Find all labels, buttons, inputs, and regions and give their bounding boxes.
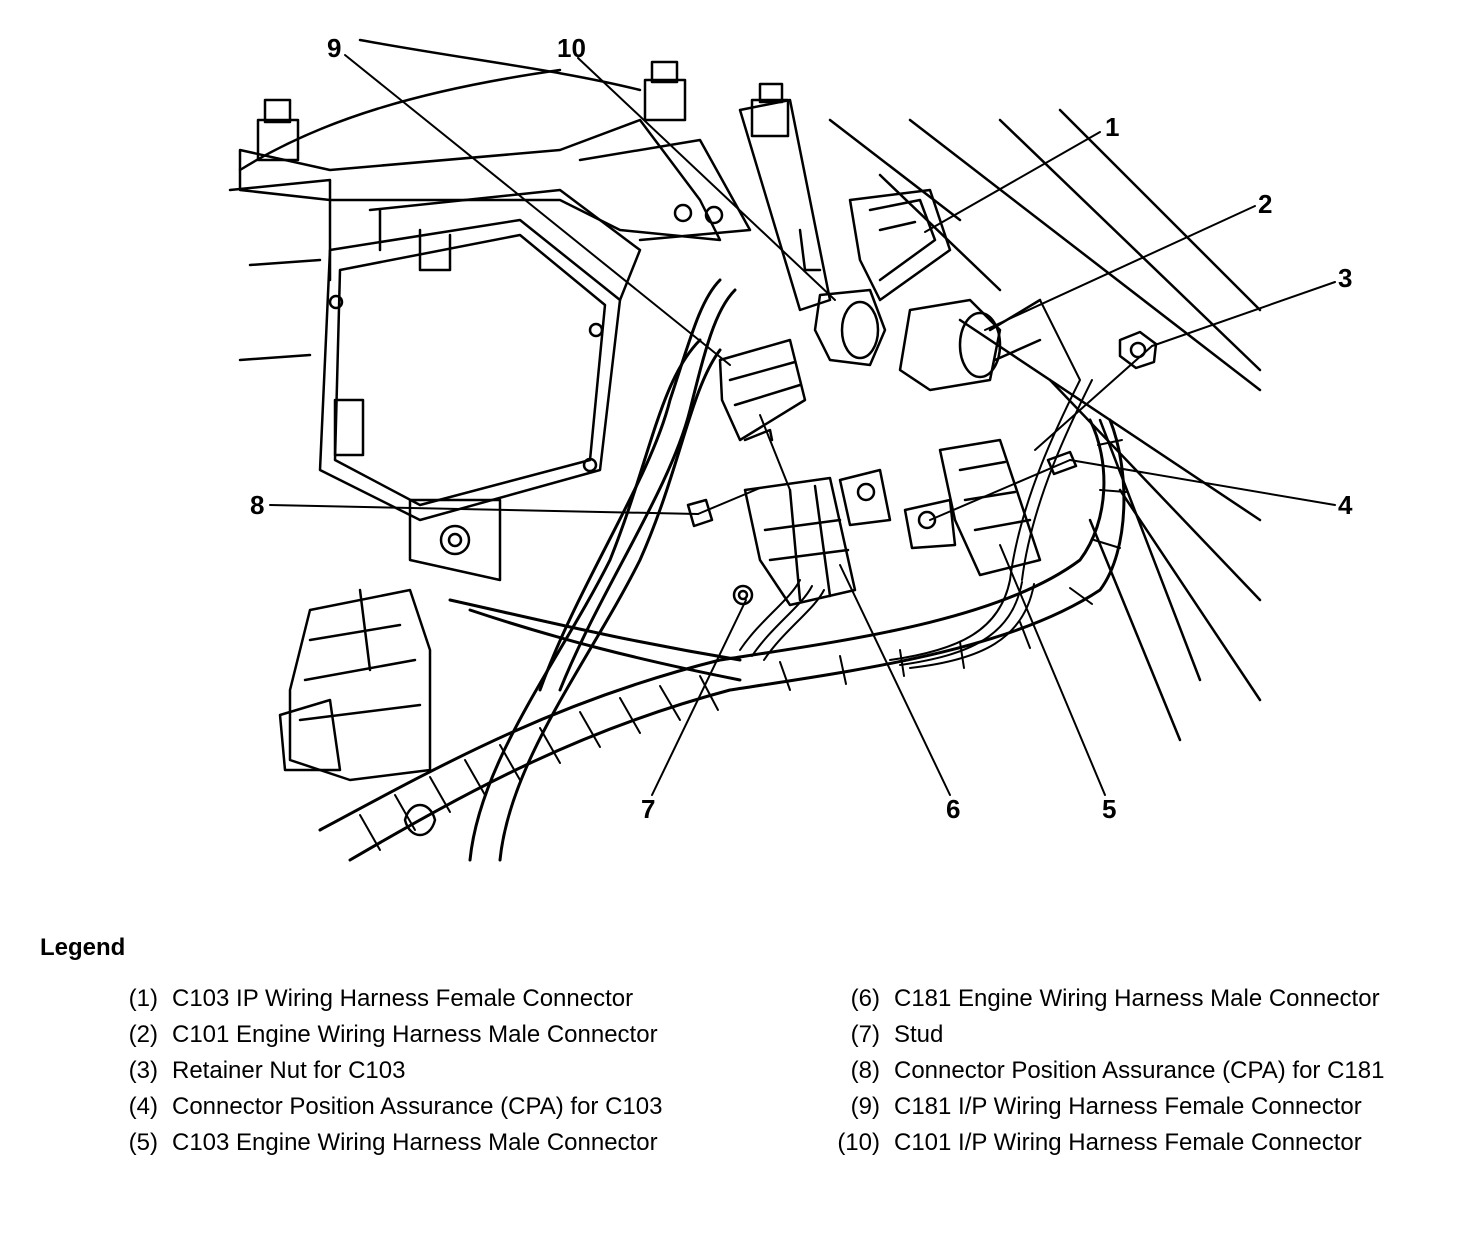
legend-item-text: C103 Engine Wiring Harness Male Connecto… (172, 1129, 658, 1156)
connector-brackets (838, 468, 957, 550)
c103-ip-female-connector (848, 188, 952, 302)
callout-leader-lines (269, 54, 1336, 796)
legend-item-text: C101 Engine Wiring Harness Male Connecto… (172, 1021, 658, 1048)
legend-item-number: (3) (128, 1057, 158, 1084)
legend-item-number: (9) (850, 1093, 880, 1120)
legend-item: (7) Stud (818, 1020, 1458, 1050)
legend-item: (2) C101 Engine Wiring Harness Male Conn… (96, 1020, 716, 1050)
legend-item: (6) C181 Engine Wiring Harness Male Conn… (818, 984, 1458, 1014)
legend-item: (4) Connector Position Assurance (CPA) f… (96, 1092, 716, 1122)
callout-6: 6 (946, 794, 960, 824)
legend-item-number: (5) (128, 1129, 158, 1156)
legend-item-number: (4) (128, 1093, 158, 1120)
legend-item-number: (1) (128, 985, 158, 1012)
callout-4: 4 (1338, 490, 1353, 520)
legend-item: (1) C103 IP Wiring Harness Female Connec… (96, 984, 716, 1014)
legend-item-text: Retainer Nut for C103 (172, 1057, 406, 1084)
wire-bundle (739, 299, 1093, 669)
legend-item-number: (2) (128, 1021, 158, 1048)
callout-8: 8 (250, 490, 264, 520)
callout-3: 3 (1338, 263, 1352, 293)
legend-column-left: (1) C103 IP Wiring Harness Female Connec… (96, 984, 716, 1164)
legend-item: (5) C103 Engine Wiring Harness Male Conn… (96, 1128, 716, 1158)
callout-labels: 1 2 3 4 5 6 7 8 9 10 (250, 33, 1353, 824)
legend-item: (3) Retainer Nut for C103 (96, 1056, 716, 1086)
legend-item-text: Connector Position Assurance (CPA) for C… (894, 1057, 1385, 1084)
legend-item-text: C101 I/P Wiring Harness Female Connector (894, 1129, 1362, 1156)
legend-item-text: C103 IP Wiring Harness Female Connector (172, 985, 634, 1012)
callout-7: 7 (641, 794, 655, 824)
legend-title: Legend (40, 934, 126, 961)
legend-item-number: (8) (850, 1057, 880, 1084)
callout-2: 2 (1258, 189, 1272, 219)
body-panel-lines (228, 38, 1262, 742)
legend-item: (8) Connector Position Assurance (CPA) f… (818, 1056, 1458, 1086)
lower-body-lines (238, 258, 437, 837)
c103-engine-male-connector (938, 438, 1042, 577)
callout-9: 9 (327, 33, 341, 63)
lower-bracket (408, 498, 502, 582)
retainer-nut (1118, 330, 1158, 370)
legend-item-number: (6) (850, 985, 880, 1012)
c101-ip-female-connector (813, 288, 887, 367)
legend-item-text: C181 I/P Wiring Harness Female Connector (894, 1093, 1362, 1120)
legend-item-number: (10) (837, 1129, 880, 1156)
legend-item: (10) C101 I/P Wiring Harness Female Conn… (818, 1128, 1458, 1158)
mounting-bracket (238, 98, 832, 312)
legend-item: (9) C181 I/P Wiring Harness Female Conne… (818, 1092, 1458, 1122)
stud-nuts (256, 60, 790, 162)
control-module (318, 188, 642, 522)
legend-item-text: C181 Engine Wiring Harness Male Connecto… (894, 985, 1380, 1012)
legend-item-text: Connector Position Assurance (CPA) for C… (172, 1093, 663, 1120)
c181-ip-female-connector (718, 338, 807, 442)
harness-wrap-ribs (359, 439, 1127, 851)
callout-10: 10 (557, 33, 586, 63)
legend-column-right: (6) C181 Engine Wiring Harness Male Conn… (818, 984, 1458, 1164)
callout-1: 1 (1105, 112, 1119, 142)
callout-5: 5 (1102, 794, 1116, 824)
c101-engine-male-connector (898, 298, 1042, 392)
connector-location-illustration: 1 2 3 4 5 6 7 8 9 10 (228, 33, 1353, 862)
wiring-harness (318, 278, 1126, 862)
lower-left-connector (278, 588, 432, 782)
legend-item-text: Stud (894, 1021, 944, 1048)
c181-engine-male-connector (743, 476, 857, 607)
legend-item-number: (7) (850, 1021, 880, 1048)
